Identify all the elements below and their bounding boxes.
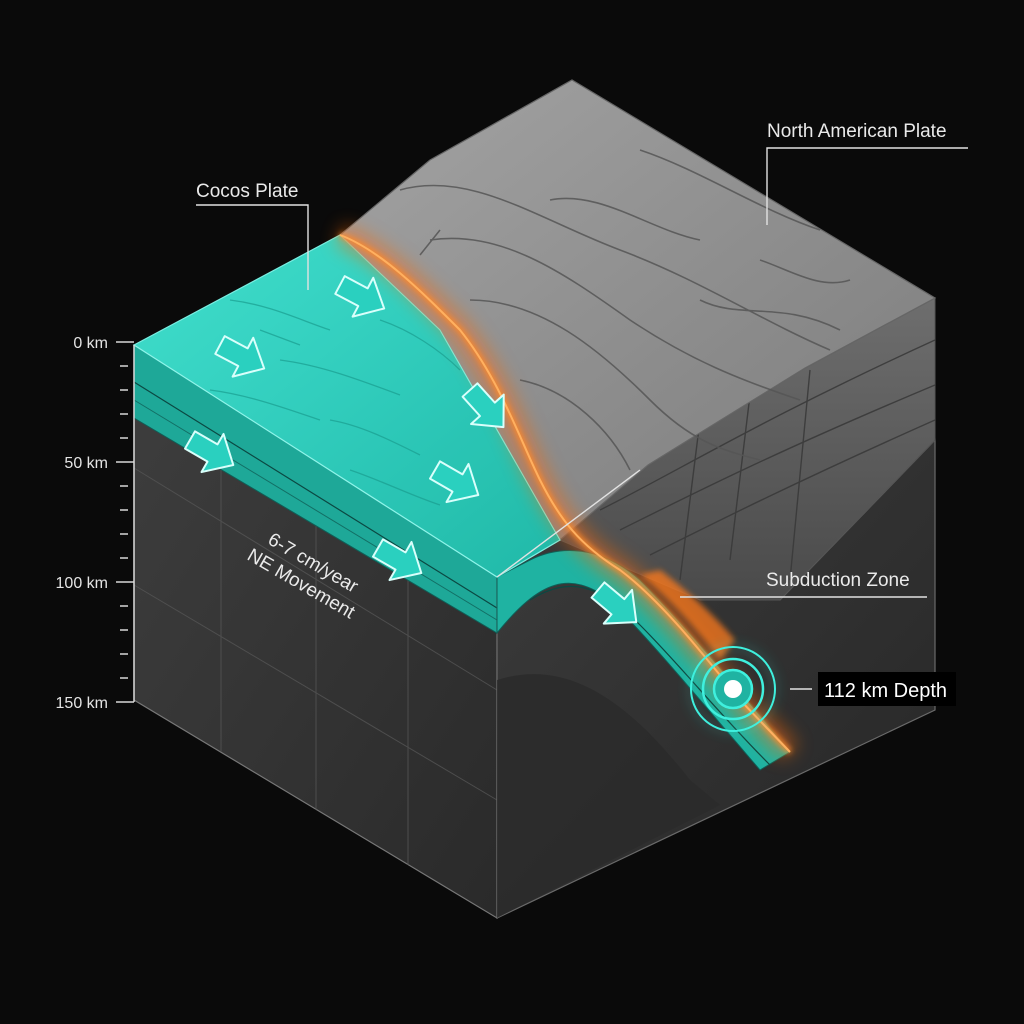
- depth-scale: [120, 345, 135, 702]
- depth-callout: 112 km Depth: [818, 672, 956, 706]
- callout-lines: [196, 147, 968, 690]
- north-american-plate-leader: [766, 147, 968, 225]
- depth-tick-label: 150 km: [56, 695, 108, 712]
- depth-callout-label: 112 km Depth: [824, 680, 947, 702]
- depth-scale-major-ticks: 0 km 50 km 100 km 150 km: [56, 335, 134, 712]
- subduction-glow: [335, 224, 798, 760]
- cocos-plate-label: Cocos Plate: [196, 181, 298, 202]
- depth-tick-label: 0 km: [73, 335, 108, 352]
- cocos-edge-leader: [496, 469, 641, 578]
- hypocenter-target-icon: [690, 646, 776, 732]
- subduction-zone-label: Subduction Zone: [766, 570, 910, 591]
- depth-tick-label: 50 km: [64, 455, 108, 472]
- depth-tick-label: 100 km: [56, 575, 108, 592]
- north-american-plate-label: North American Plate: [767, 121, 947, 142]
- cocos-plate-leader: [196, 204, 309, 290]
